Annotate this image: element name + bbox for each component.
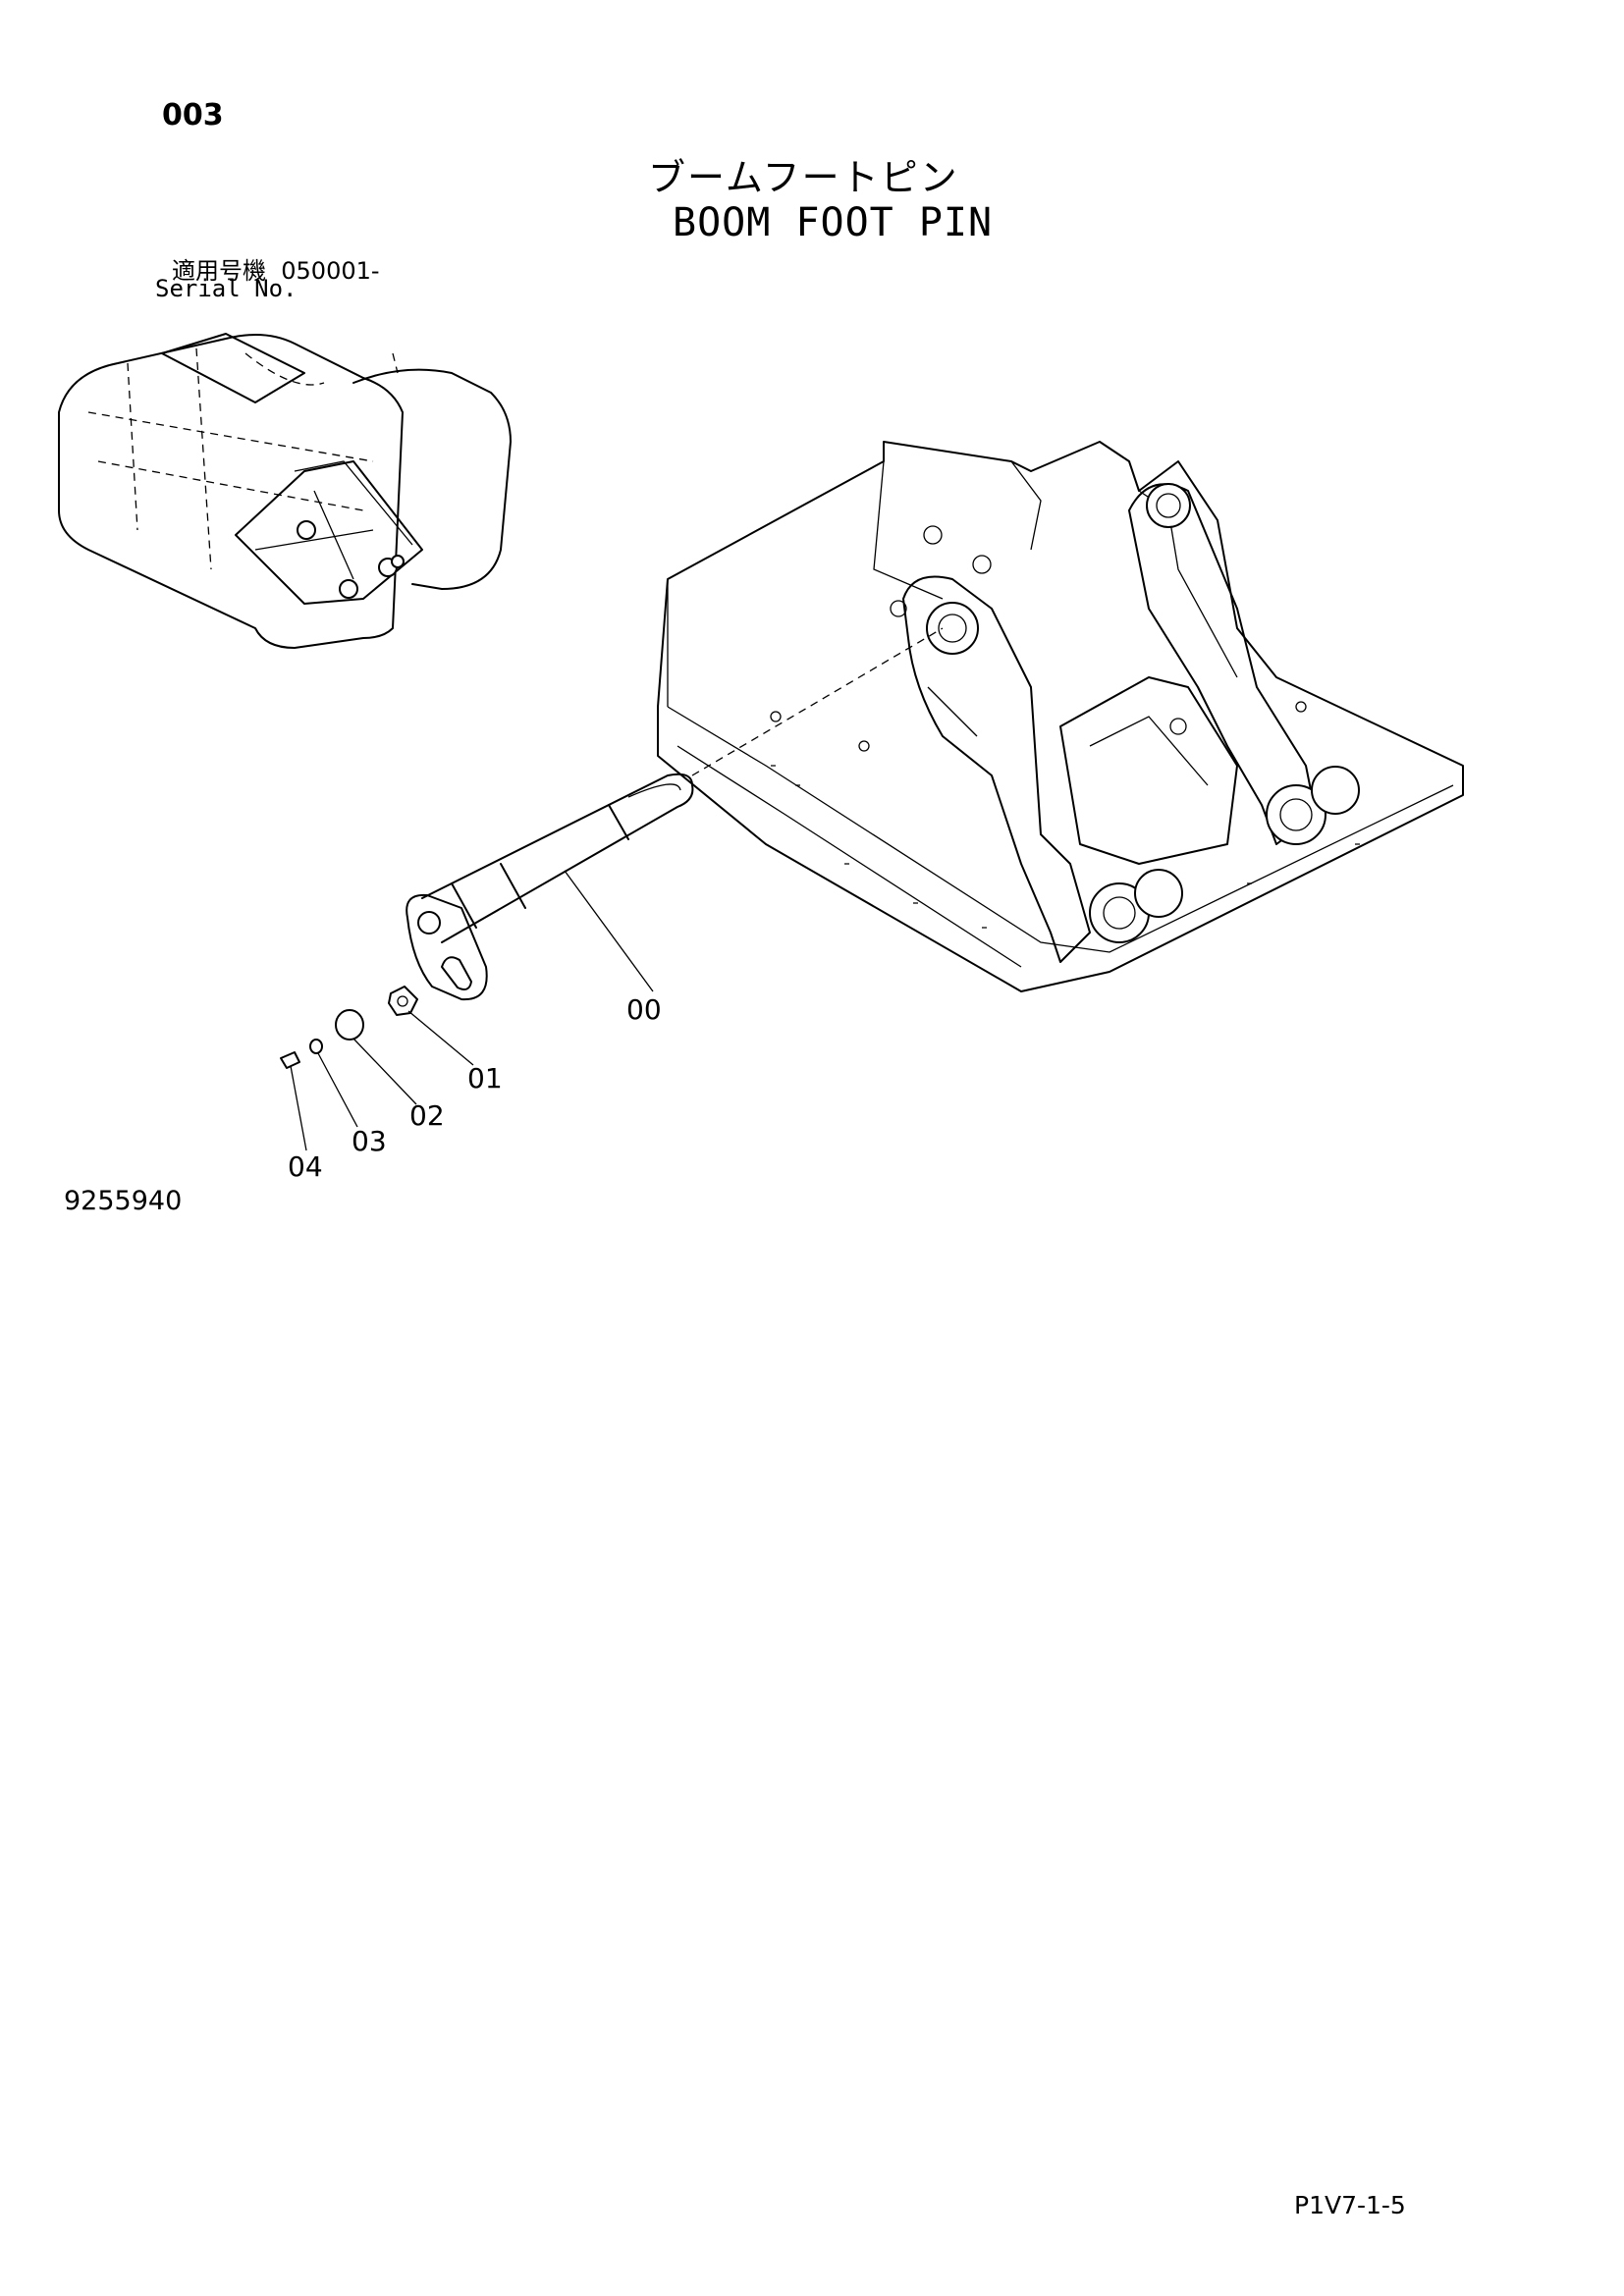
- boom-foot-pin: [406, 773, 694, 1001]
- bolt-part-04: [280, 1051, 300, 1069]
- title-japanese: ブームフートピン: [648, 156, 959, 199]
- callout-02: 02: [409, 1099, 445, 1132]
- nut-part-01: [388, 986, 418, 1016]
- title-english: BOOM FOOT PIN: [673, 200, 994, 245]
- page-number: 003: [162, 98, 224, 133]
- lock-washer-part-03: [309, 1039, 323, 1054]
- washer-part-02: [335, 1009, 364, 1041]
- callout-01: 01: [467, 1062, 503, 1095]
- serial-value: 050001-: [281, 257, 380, 285]
- machine-location-view: [58, 333, 512, 649]
- serial-label-japanese: 適用号機: [172, 257, 266, 285]
- leader-lines: [290, 870, 654, 1151]
- callout-03: 03: [352, 1125, 387, 1157]
- page-code: P1V7-1-5: [1294, 2191, 1406, 2219]
- swing-frame: [657, 441, 1464, 992]
- hardware-parts: [280, 986, 418, 1069]
- callout-04: 04: [288, 1150, 323, 1183]
- callout-00: 00: [626, 993, 662, 1026]
- serial-label-english: Serial No.: [155, 275, 298, 302]
- serial-line-japanese: 適用号機 050001-: [172, 251, 380, 286]
- drawing-number: 9255940: [64, 1186, 183, 1216]
